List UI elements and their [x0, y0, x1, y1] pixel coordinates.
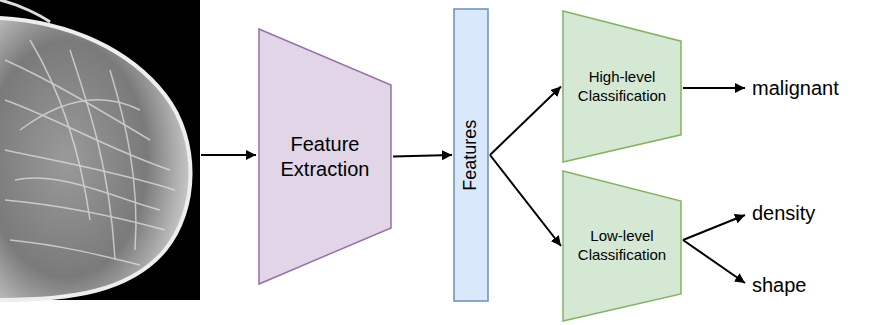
node-label: Feature Extraction	[270, 132, 380, 182]
node-shape	[563, 171, 681, 321]
classifier-trapezoid: High-level Classification	[562, 10, 682, 163]
output-arrow	[683, 215, 745, 240]
node-label: High-level Classification	[574, 68, 670, 106]
input-arrow	[201, 154, 256, 156]
node-text-group: Features	[435, 144, 506, 167]
node-shape	[259, 29, 391, 284]
node-text-group: Low-level Classification	[574, 227, 670, 265]
output-label: malignant	[752, 77, 839, 100]
output-arrow	[683, 87, 745, 89]
node-label: Features	[460, 119, 483, 190]
node-shape	[454, 9, 488, 301]
classifier-trapezoid: Low-level Classification	[562, 170, 682, 322]
node-text-group: High-level Classification	[574, 68, 670, 106]
node-text-group: Feature Extraction	[270, 132, 380, 182]
node-outline	[258, 28, 392, 285]
connector-arrow	[490, 87, 561, 156]
mammogram-image	[0, 0, 200, 300]
connector-arrow	[393, 155, 452, 157]
feature-bar: Features	[453, 8, 489, 302]
output-label: density	[752, 202, 815, 225]
node-label: Low-level Classification	[574, 227, 670, 265]
extraction-trapezoid: Feature Extraction	[258, 28, 392, 285]
node-shape	[563, 11, 681, 162]
output-arrow	[683, 240, 745, 283]
output-label: shape	[752, 274, 807, 297]
connector-arrow	[490, 155, 561, 246]
